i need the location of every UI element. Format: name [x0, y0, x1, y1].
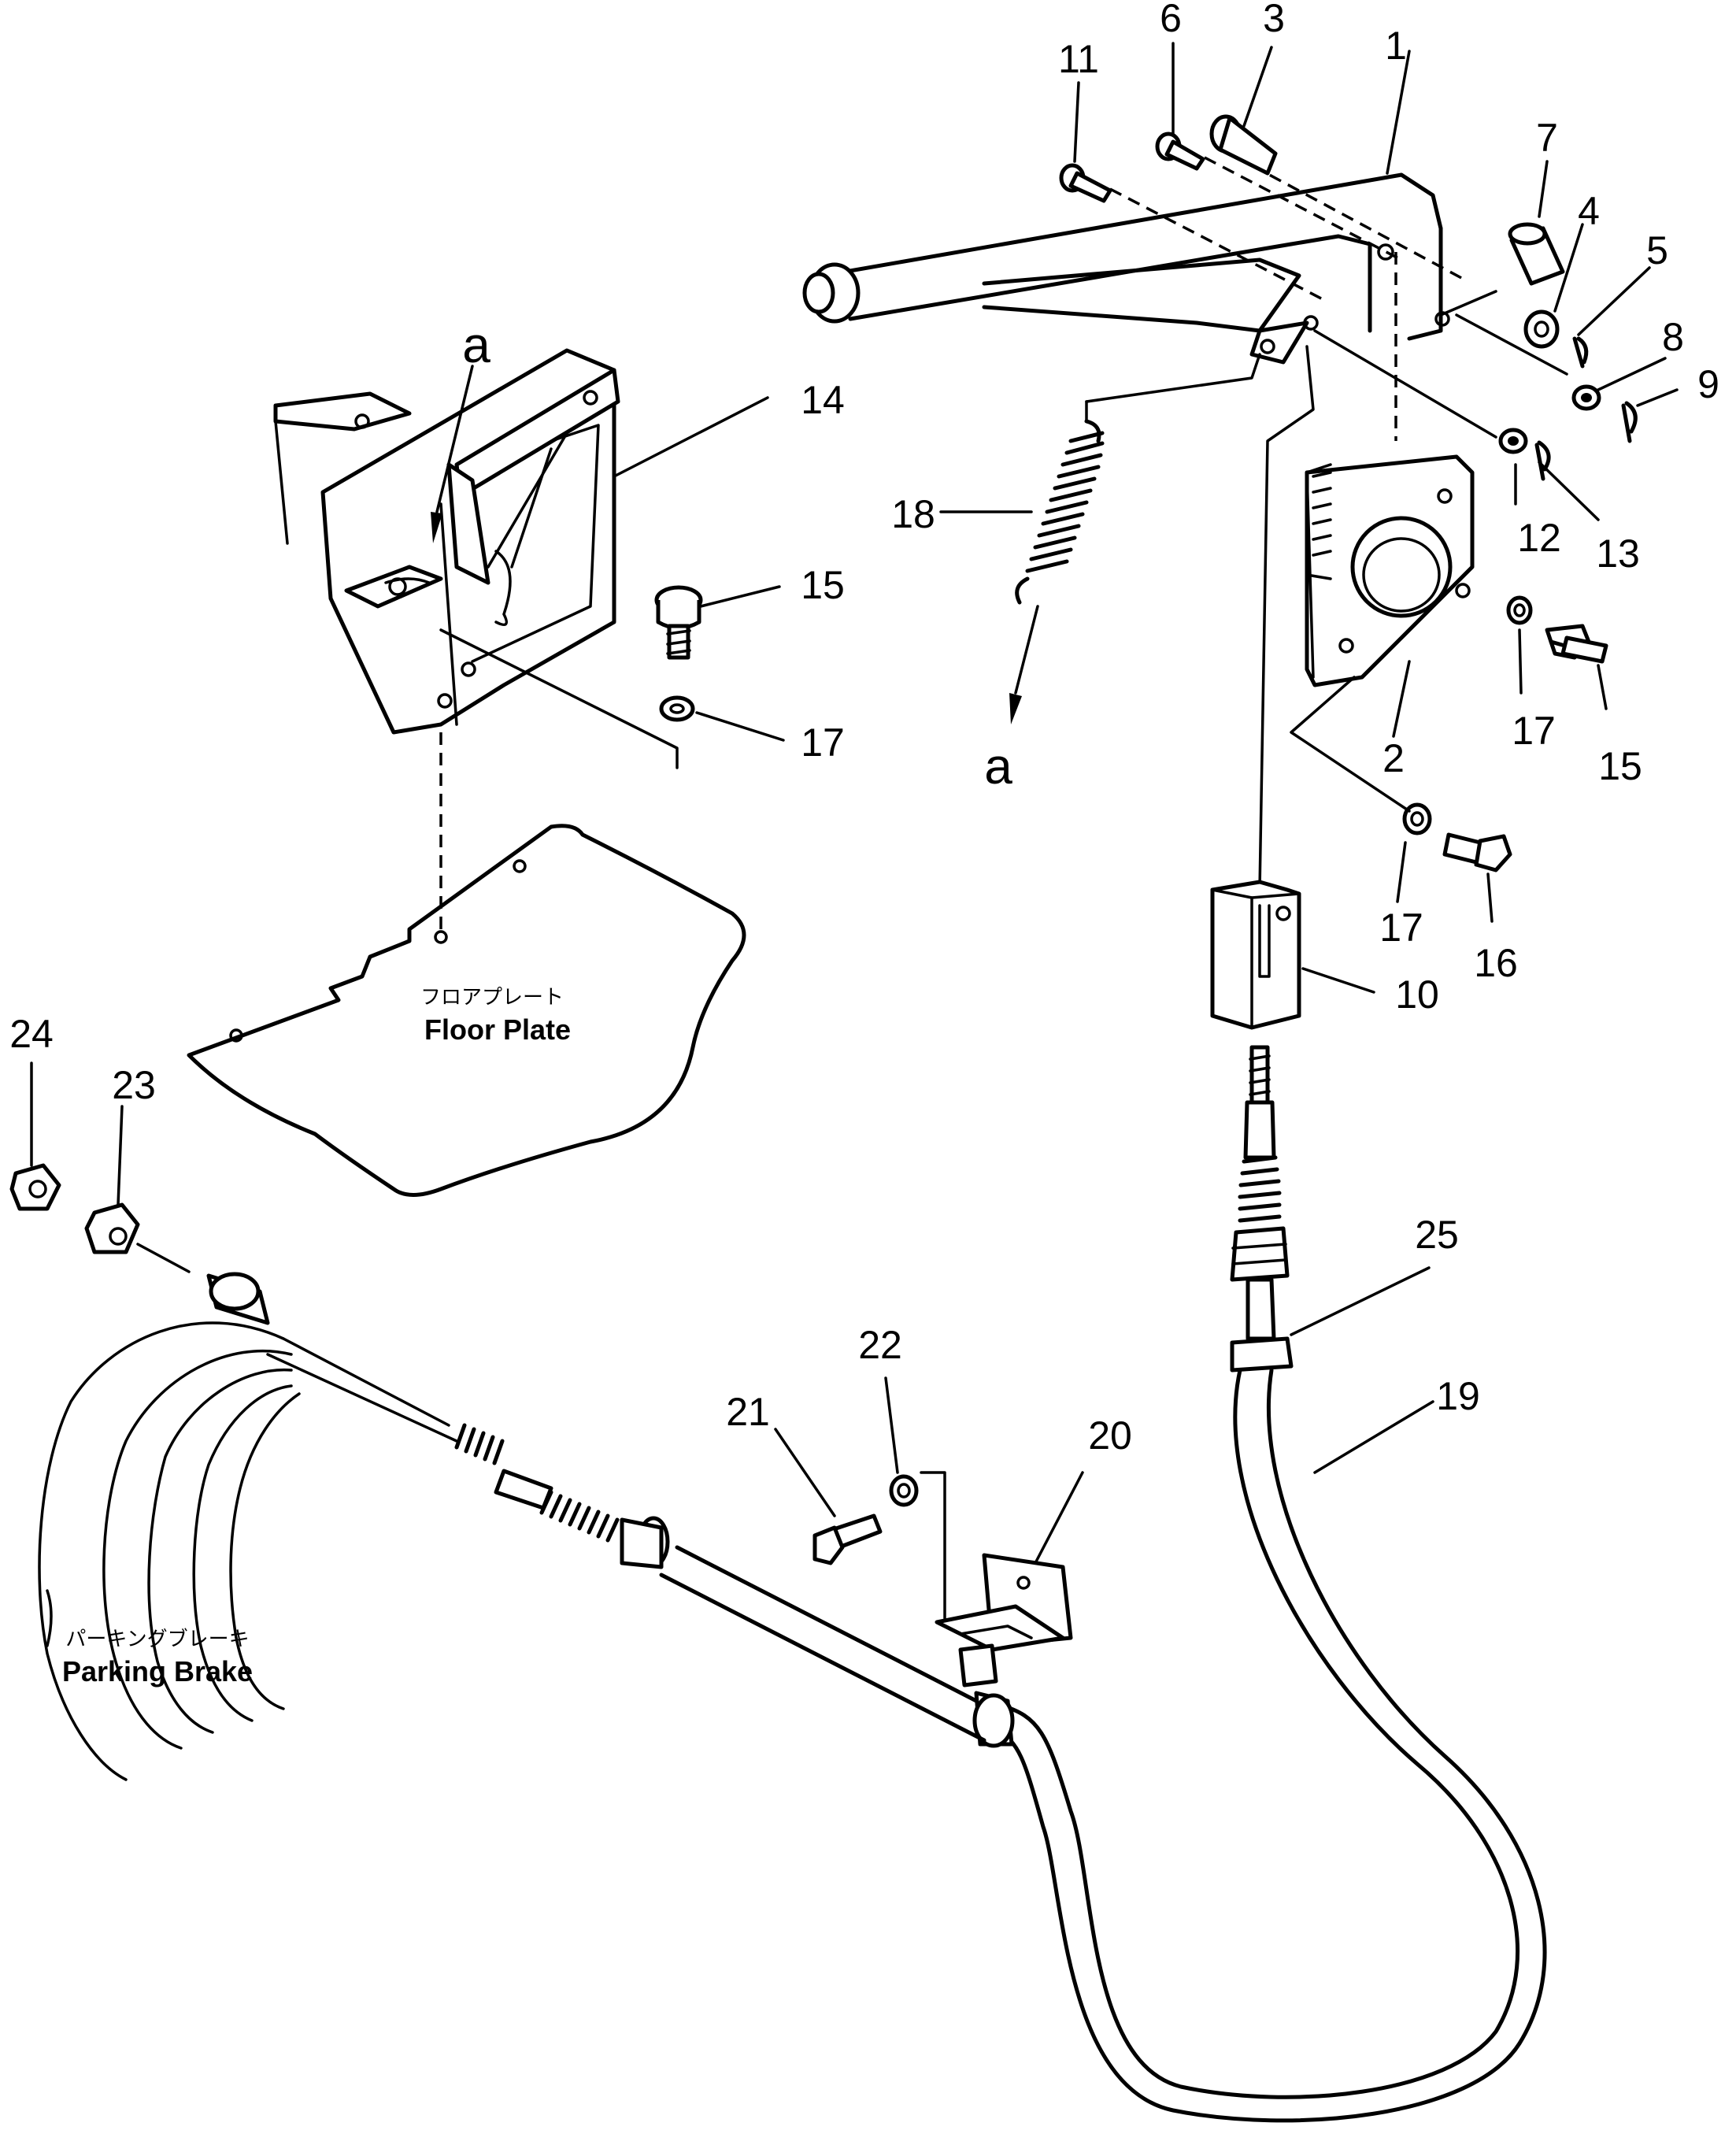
- cable-thread-brake: [454, 1423, 620, 1543]
- pin-3: [1209, 114, 1278, 176]
- callout-23: 23: [112, 1063, 156, 1107]
- callouts: 1 3 6 11 7 4 5 8 9 12 13 17 15 2 17 16 1…: [9, 0, 1719, 1458]
- floor-plate: [187, 824, 746, 1197]
- callout-6: 6: [1160, 0, 1182, 40]
- callout-13: 13: [1596, 532, 1640, 576]
- washer-4: [1523, 309, 1560, 349]
- callout-21: 21: [726, 1390, 770, 1434]
- floor-plate-label-jp: フロアプレート: [420, 986, 564, 1010]
- callout-14: 14: [801, 378, 845, 422]
- callout-20: 20: [1088, 1413, 1132, 1458]
- cotter-pin-13: [1534, 440, 1551, 481]
- parking-brake-label-jp: パーキングブレーキ: [65, 1628, 249, 1651]
- washer-17-c: [659, 695, 695, 722]
- cable-nut-brake: [620, 1516, 670, 1569]
- lever-assembly: [802, 172, 1450, 365]
- callout-3: 3: [1263, 0, 1285, 40]
- callout-2: 2: [1383, 736, 1405, 780]
- bolt-15-a: [1545, 624, 1608, 664]
- callout-8: 8: [1662, 315, 1684, 359]
- callout-9: 9: [1697, 362, 1719, 406]
- callout-24: 24: [9, 1012, 54, 1056]
- cable-nut-lower: [972, 1691, 1015, 1748]
- washer-12: [1498, 428, 1528, 454]
- nut-23: [84, 1202, 140, 1254]
- callout-15-b: 15: [801, 563, 845, 607]
- callout-17-a: 17: [1512, 709, 1556, 753]
- washer-8: [1571, 384, 1601, 411]
- callout-12: 12: [1517, 516, 1561, 560]
- callout-7: 7: [1536, 116, 1558, 160]
- marker-a-top: a: [462, 317, 490, 373]
- bracket-20: [935, 1553, 1073, 1687]
- callout-19: 19: [1436, 1374, 1480, 1418]
- washer-17-a: [1506, 595, 1533, 625]
- washer-22: [889, 1474, 919, 1507]
- callout-16: 16: [1474, 941, 1518, 985]
- cable-rod-upper: [1230, 1045, 1294, 1373]
- marker-a-bottom: a: [984, 738, 1012, 795]
- callout-17-b: 17: [1379, 906, 1423, 950]
- callout-17-c: 17: [801, 721, 845, 765]
- callout-1: 1: [1385, 24, 1407, 68]
- callout-10: 10: [1395, 972, 1439, 1017]
- callout-15-a: 15: [1598, 744, 1642, 788]
- leader-lines: [30, 42, 1679, 1647]
- bracket-14: [273, 348, 620, 735]
- callout-22: 22: [858, 1323, 902, 1367]
- bolt-15-b: [654, 585, 703, 660]
- cotter-pin-9: [1621, 401, 1638, 443]
- callout-18: 18: [891, 492, 935, 536]
- bolt-11: [1059, 163, 1112, 203]
- bolt-16: [1442, 832, 1512, 872]
- bolt-21: [812, 1513, 883, 1565]
- nut-24: [9, 1163, 61, 1211]
- parking-brake-label-en: Parking Brake: [62, 1655, 253, 1687]
- cable-19: [998, 1368, 1519, 2099]
- parking-brake-drum: [38, 1272, 450, 1781]
- callout-11: 11: [1058, 37, 1099, 81]
- callout-25: 25: [1415, 1213, 1459, 1257]
- callout-5: 5: [1646, 228, 1668, 272]
- floor-plate-label-en: Floor Plate: [424, 1013, 571, 1046]
- clevis-10: [1210, 880, 1301, 1030]
- callout-4: 4: [1578, 189, 1600, 233]
- ratchet-plate-2: [1305, 454, 1475, 687]
- cotter-pin-5: [1572, 336, 1589, 369]
- collar-7: [1508, 222, 1565, 286]
- spring-18: [1009, 353, 1261, 724]
- washer-17-b: [1402, 802, 1432, 835]
- bolt-6: [1155, 132, 1205, 171]
